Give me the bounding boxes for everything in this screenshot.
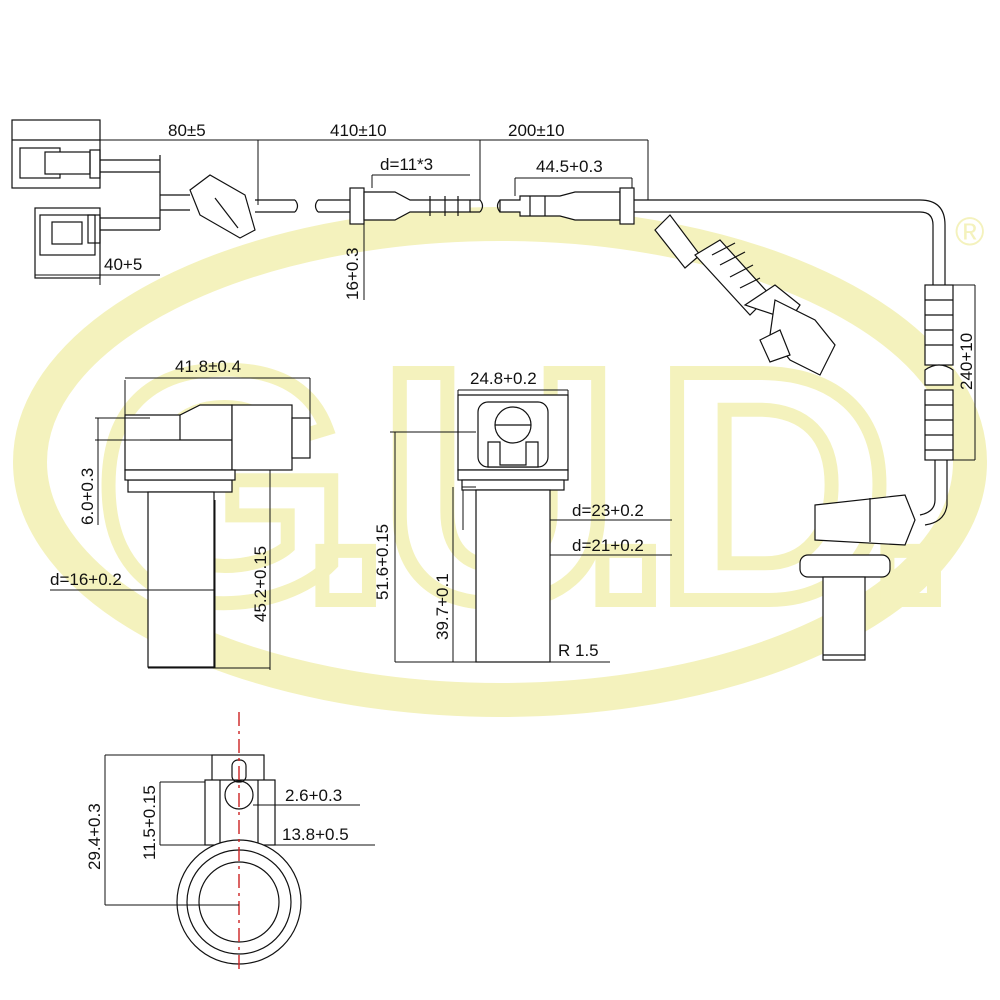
dim-hole-diameter: 2.6+0.3 (285, 786, 342, 805)
cable-clip (189, 174, 256, 239)
sensor-front-view: 24.8+0.2 51.6+0.15 d=23+0.2 d=21+0.2 39.… (373, 369, 672, 663)
dim-collar-diameter-1: d=23+0.2 (572, 501, 644, 520)
dim-grommet-length: 44.5+0.3 (536, 157, 603, 176)
dim-sensor-width: 41.8±0.4 (175, 357, 241, 376)
dim-grommet-height: 16+0.3 (343, 248, 362, 300)
dim-sensor-length: 45.2+0.15 (251, 546, 270, 622)
watermark-dot-2: . (580, 301, 672, 670)
flange-top-view: 29.4+0.3 11.5+0.15 2.6+0.3 13.8+0.5 (85, 712, 375, 972)
right-sensor (799, 494, 916, 661)
dim-collar-diameter-2: d=21+0.2 (572, 536, 644, 555)
dim-housing-height: 51.6+0.15 (373, 524, 392, 600)
angled-sensor (654, 214, 836, 376)
dim-sensor-diameter: d=16+0.2 (50, 570, 122, 589)
dim-grommet-diameter: d=11*3 (380, 155, 433, 174)
dim-sensor-offset: 6.0+0.3 (78, 468, 97, 525)
dim-body-length: 39.7+0.1 (433, 573, 452, 640)
dim-cable-length-2: 200±10 (508, 121, 565, 140)
dim-flange-height: 29.4+0.3 (85, 803, 104, 870)
watermark-ellipse (13, 207, 987, 717)
dim-cable-length-3: 240+10 (957, 333, 976, 390)
dim-flange-width: 13.8+0.5 (282, 825, 349, 844)
connector-top (11, 119, 161, 230)
dim-hole-offset: 11.5+0.15 (140, 785, 159, 860)
vertical-harness (919, 284, 954, 526)
dim-housing-width: 24.8+0.2 (470, 369, 537, 388)
dim-radius: R 1.5 (558, 641, 599, 660)
dim-connector-width: 40+5 (104, 255, 142, 274)
connector-bottom (34, 207, 160, 279)
grommet-2 (499, 187, 635, 225)
dim-cable-length-1: 410±10 (330, 121, 387, 140)
dim-connector-length: 80±5 (168, 121, 206, 140)
top-dimensions: 80±5 410±10 200±10 d=11*3 44.5+0.3 16+0.… (35, 121, 976, 461)
sensor-side-view: 41.8±0.4 6.0+0.3 d=16+0.2 45.2+0.15 (50, 357, 311, 670)
watermark-dot-1: . (300, 301, 392, 670)
watermark-logo: G . U . D . ® (13, 207, 987, 717)
watermark-reg-mark: ® (955, 210, 984, 254)
